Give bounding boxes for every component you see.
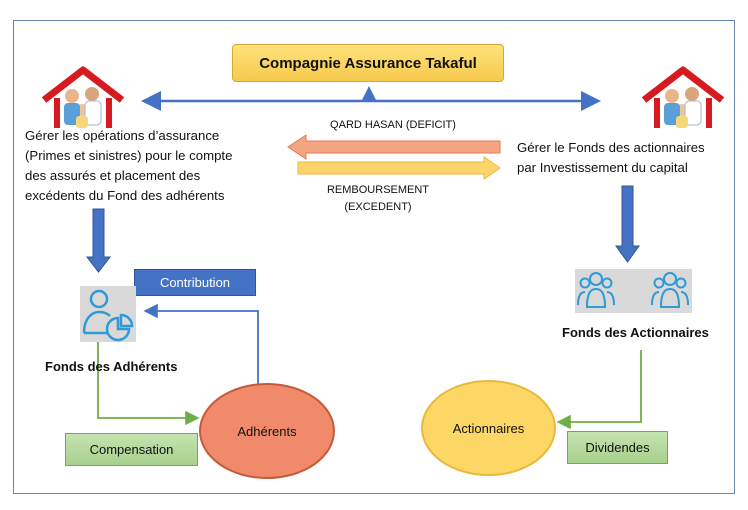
fonds-adherents-label: Fonds des Adhérents (45, 359, 178, 374)
actionnaires-ellipse: Actionnaires (421, 380, 556, 476)
compensation-box: Compensation (65, 433, 198, 466)
contribution-box: Contribution (134, 269, 256, 296)
left-text-line: excédents du Fond des adhérents (25, 188, 225, 203)
right-text-line: par Investissement du capital (517, 160, 688, 175)
company-title: Compagnie Assurance Takaful (259, 54, 477, 72)
remboursement-arrow (297, 156, 501, 180)
adherents-ellipse: Adhérents (199, 383, 335, 479)
person-chart-icon (82, 289, 134, 342)
right-description: Gérer le Fonds des actionnaires par Inve… (517, 138, 732, 178)
actionnaires-label: Actionnaires (452, 420, 525, 436)
left-down-arrow (85, 208, 112, 273)
company-title-box: Compagnie Assurance Takaful (232, 44, 504, 82)
family-house-icon (41, 66, 125, 128)
dividendes-box: Dividendes (567, 431, 668, 464)
right-text-line: Gérer le Fonds des actionnaires (517, 140, 705, 155)
adherents-fund-icon-block (80, 286, 136, 342)
remboursement-label: REMBOURSEMENT (EXCEDENT) (318, 182, 438, 216)
left-text-line: Gérer les opérations d’assurance (25, 128, 220, 143)
shareholders-fund-icon-block (575, 269, 692, 313)
dividendes-connector (556, 350, 642, 430)
left-text-line: (Primes et sinistres) pour le compte (25, 148, 233, 163)
compensation-connector (97, 342, 200, 426)
family-house-icon (641, 66, 725, 128)
contribution-connector (143, 303, 259, 390)
left-text-line: des assurés et placement des (25, 168, 201, 183)
adherents-label: Adhérents (237, 423, 297, 439)
qard-hasan-label: QARD HASAN (DEFICIT) (330, 119, 456, 131)
remboursement-label-line: REMBOURSEMENT (326, 184, 430, 196)
people-group-icon (577, 272, 689, 308)
dividendes-label: Dividendes (585, 440, 650, 455)
right-down-arrow (615, 185, 640, 263)
compensation-label: Compensation (89, 442, 174, 457)
left-description: Gérer les opérations d’assurance (Primes… (25, 126, 265, 206)
qard-hasan-arrow (287, 134, 501, 160)
fonds-actionnaires-label: Fonds des Actionnaires (562, 325, 709, 340)
diagram-frame (13, 20, 735, 494)
remboursement-label-line: (EXCEDENT) (344, 201, 412, 213)
contribution-label: Contribution (159, 275, 231, 290)
